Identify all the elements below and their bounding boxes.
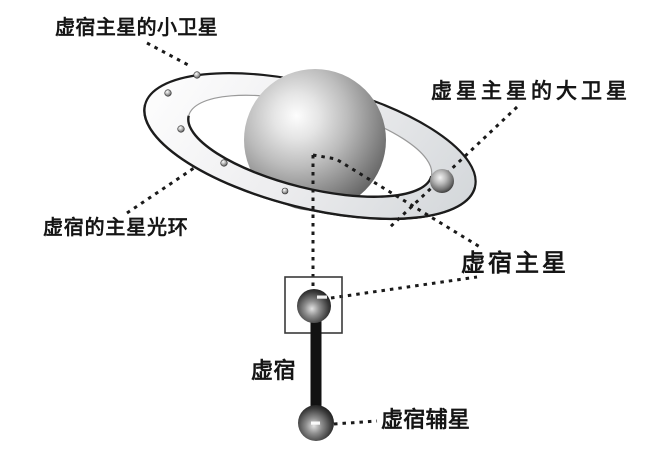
label-system-name: 虚宿 <box>251 359 297 384</box>
leader-line-large-moon <box>387 105 519 230</box>
secondary-ball-dash-mark <box>311 421 320 425</box>
large-moon-sphere <box>430 169 454 193</box>
primary-planet-sphere <box>244 69 386 211</box>
primary-star-ball <box>297 289 331 323</box>
small-moon-bead <box>220 159 228 167</box>
label-primary-star: 虚宿主星 <box>461 249 569 277</box>
leader-line-ring <box>126 164 198 215</box>
label-secondary-star: 虚宿辅星 <box>381 408 471 433</box>
primary-ball-dash-mark <box>317 295 327 299</box>
small-moon-bead <box>193 71 201 79</box>
connector-bar <box>310 304 322 424</box>
label-small-moons: 虚宿主星的小卫星 <box>55 15 219 39</box>
small-moon-bead <box>177 125 185 133</box>
small-moons-group <box>164 71 289 195</box>
leader-line-primary-label-to-ball <box>330 275 478 300</box>
small-moon-bead <box>164 89 172 97</box>
binary-system-schematic <box>284 276 343 441</box>
label-ring: 虚宿的主星光环 <box>43 215 189 239</box>
leader-line-small-moons <box>146 41 193 69</box>
leader-line-secondary-star <box>333 419 378 426</box>
leader-lines-group <box>126 41 481 426</box>
small-moon-bead <box>281 187 289 195</box>
label-large-moon: 虚星主星的大卫星 <box>431 79 631 103</box>
